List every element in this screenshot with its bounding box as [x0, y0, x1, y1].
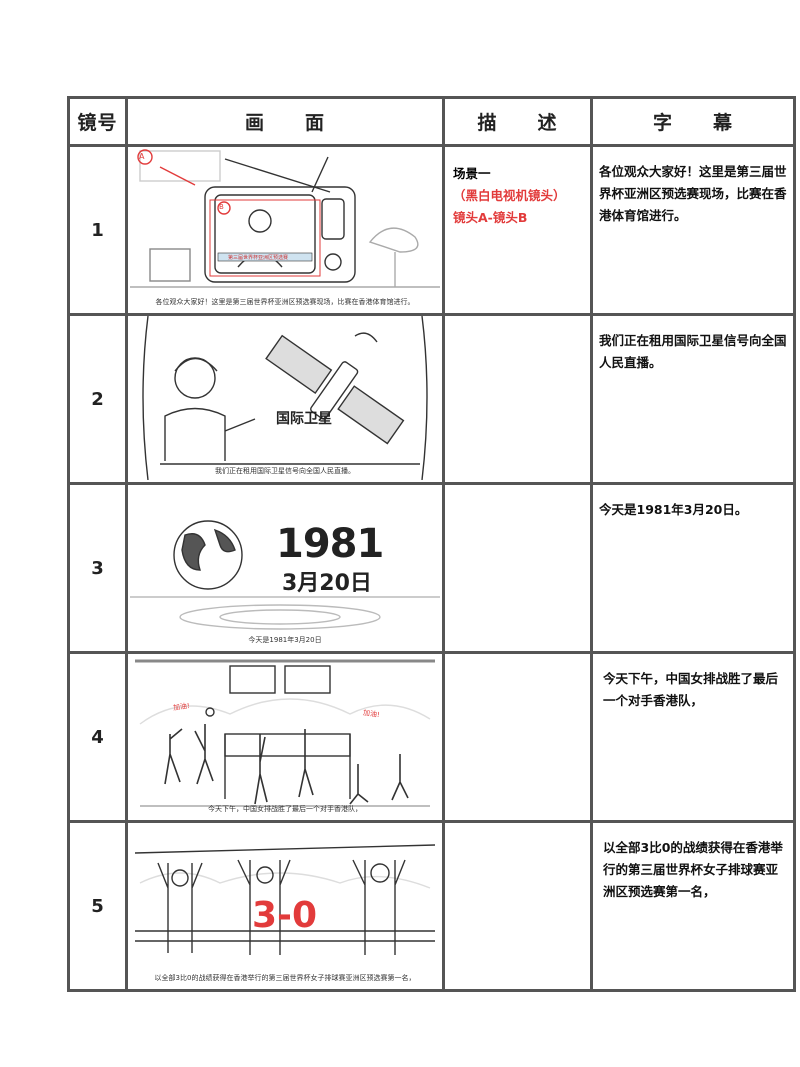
subtitle-text: 各位观众大家好！这里是第三届世界杯亚洲区预选赛现场，比赛在香港体育馆进行。	[599, 164, 787, 223]
table-row: 1 A	[67, 144, 796, 316]
subtitle-text: 今天下午，中国女排战胜了最后一个对手香港队，	[603, 671, 779, 708]
picture-caption: 今天下午，中国女排战胜了最后一个对手香港队，	[208, 805, 362, 813]
mark-a: A	[139, 152, 145, 161]
globe-date-sketch: 1981 3月20日 今天是1981年3月20日	[128, 485, 442, 649]
subtitle-cell: 今天是1981年3月20日。	[590, 482, 796, 654]
subtitle-text: 我们正在租用国际卫星信号向全国人民直播。	[599, 333, 787, 370]
shot-number: 1	[67, 144, 128, 316]
shot-number: 5	[67, 820, 128, 992]
tv-sketch: A B 第三届世界杯亚洲区预选赛 各位观众大家好！这里是第三届世界杯亚洲区预选赛…	[128, 147, 442, 311]
picture-caption: 以全部3比0的战绩获得在香港举行的第三届世界杯女子排球赛亚洲区预选赛第一名，	[154, 974, 416, 982]
score-text: 3-0	[252, 895, 318, 936]
storyboard-table: 镜号 画 面 描 述 字 幕 1	[67, 96, 796, 992]
scene-label: 场景一	[453, 166, 491, 181]
cheer-right: 加油!	[362, 708, 381, 720]
tv-banner: 第三届世界杯亚洲区预选赛	[228, 255, 289, 261]
header-picture: 画 面	[125, 96, 445, 147]
picture-cell: 国际卫星 我们正在租用国际卫星信号向全国人民直播。	[125, 313, 445, 485]
table-row: 5 3-0 以全部3比0的战绩获得在香港举行的第三届世界杯女子排球赛亚洲区预选赛…	[67, 820, 796, 992]
header-description: 描 述	[442, 96, 593, 147]
header-shot: 镜号	[67, 96, 128, 147]
volleyball-match-sketch: 加油! 加油! 今天下午，中国女排战胜了最后一个对手香港队，	[128, 654, 442, 818]
satellite-label: 国际卫星	[276, 411, 332, 427]
table-row: 4	[67, 651, 796, 823]
description-cell: 场景一 （黑白电视机镜头） 镜头A-镜头B	[442, 144, 593, 316]
description-cell	[442, 313, 593, 485]
header-subtitle: 字 幕	[590, 96, 796, 147]
subtitle-cell: 以全部3比0的战绩获得在香港举行的第三届世界杯女子排球赛亚洲区预选赛第一名，	[590, 820, 796, 992]
table-row: 2 国际卫星 我们正在租用国际卫星信号向全国人民直播。	[67, 313, 796, 485]
shot-number: 4	[67, 651, 128, 823]
satellite-sketch: 国际卫星 我们正在租用国际卫星信号向全国人民直播。	[128, 316, 442, 480]
picture-caption: 今天是1981年3月20日	[248, 636, 322, 644]
shot-number: 2	[67, 313, 128, 485]
shots-note: 镜头A-镜头B	[453, 210, 528, 225]
picture-cell: 3-0 以全部3比0的战绩获得在香港举行的第三届世界杯女子排球赛亚洲区预选赛第一…	[125, 820, 445, 992]
subtitle-cell: 今天下午，中国女排战胜了最后一个对手香港队，	[590, 651, 796, 823]
picture-caption: 各位观众大家好！这里是第三届世界杯亚洲区预选赛现场，比赛在香港体育馆进行。	[155, 298, 415, 306]
date-text: 3月20日	[282, 571, 372, 596]
subtitle-text: 今天是1981年3月20日。	[599, 502, 748, 517]
header-row: 镜号 画 面 描 述 字 幕	[67, 96, 796, 147]
shot-number: 3	[67, 482, 128, 654]
picture-cell: A B 第三届世界杯亚洲区预选赛 各位观众大家好！这里是第三届世界杯亚洲区预选赛…	[125, 144, 445, 316]
subtitle-cell: 我们正在租用国际卫星信号向全国人民直播。	[590, 313, 796, 485]
year-text: 1981	[276, 521, 384, 567]
subtitle-cell: 各位观众大家好！这里是第三届世界杯亚洲区预选赛现场，比赛在香港体育馆进行。	[590, 144, 796, 316]
description-cell	[442, 482, 593, 654]
description-cell	[442, 820, 593, 992]
mark-b: B	[219, 203, 224, 211]
picture-cell: 加油! 加油! 今天下午，中国女排战胜了最后一个对手香港队，	[125, 651, 445, 823]
picture-cell: 1981 3月20日 今天是1981年3月20日	[125, 482, 445, 654]
picture-caption: 我们正在租用国际卫星信号向全国人民直播。	[215, 467, 355, 475]
subtitle-text: 以全部3比0的战绩获得在香港举行的第三届世界杯女子排球赛亚洲区预选赛第一名，	[603, 840, 783, 899]
description-cell	[442, 651, 593, 823]
camera-note: （黑白电视机镜头）	[453, 188, 566, 203]
victory-sketch: 3-0 以全部3比0的战绩获得在香港举行的第三届世界杯女子排球赛亚洲区预选赛第一…	[128, 823, 442, 987]
table-row: 3 1981 3月20日 今天是1981年3月20日 今天是1981年3月20日…	[67, 482, 796, 654]
